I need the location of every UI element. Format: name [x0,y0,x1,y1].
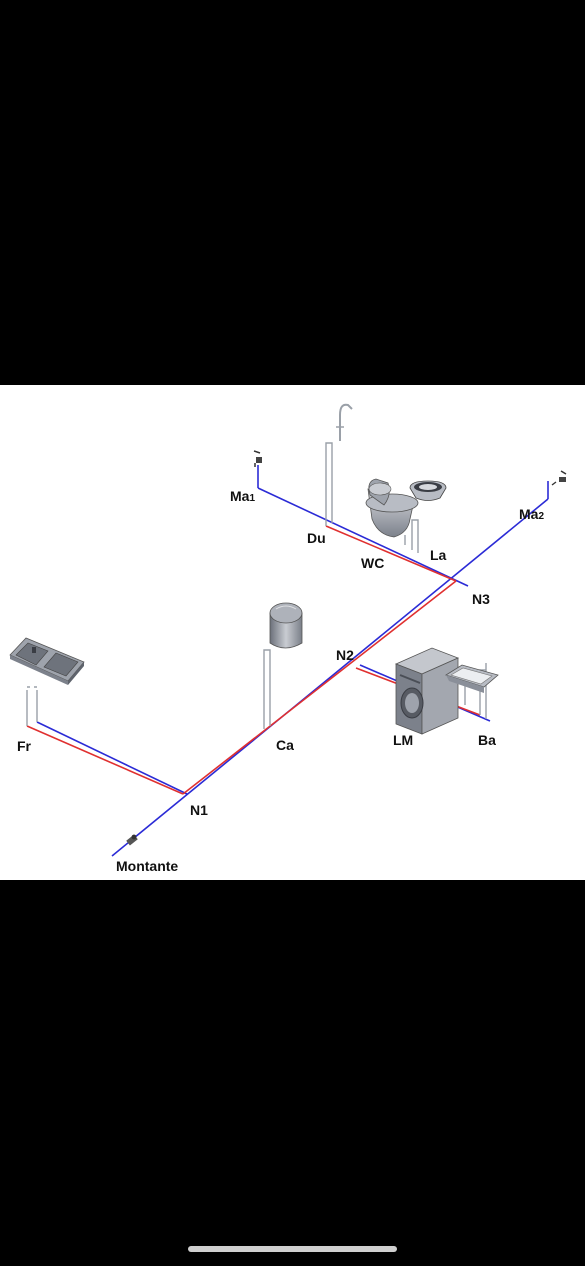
label-n2: N2 [336,647,354,663]
label-n1: N1 [190,802,208,818]
valve-icon [126,834,138,846]
plumbing-diagram: Ma1 Ma2 Du WC La N3 N2 LM Ba Ca Fr N1 Mo… [0,385,585,880]
label-n3: N3 [472,591,490,607]
water-heater-icon [269,602,303,649]
tub-icon [445,664,499,693]
label-montante: Montante [116,858,178,874]
tap-icon [551,470,567,486]
tap-icon [253,450,262,467]
hot-branch-fr [26,725,184,795]
home-indicator[interactable] [188,1246,397,1252]
label-fr: Fr [17,738,32,754]
toilet-icon [365,478,419,538]
label-ba: Ba [478,732,496,748]
cold-water-pipes [36,465,549,857]
hot-branch-bath [325,525,457,582]
hot-water-pipes [26,525,481,795]
label-du: Du [307,530,326,546]
shower-icon [336,403,353,441]
washing-machine-icon [394,647,460,735]
kitchen-sink-icon [9,637,85,685]
fixture-risers [26,442,487,729]
cold-main-pipe [111,498,549,857]
label-ma2: Ma2 [519,506,544,522]
label-la: La [430,547,447,563]
label-wc: WC [361,555,384,571]
label-ma1: Ma1 [230,488,255,504]
hot-main-pipe [182,580,457,795]
washbasin-icon [409,480,447,501]
label-lm: LM [393,732,413,748]
cold-branch-ma1 [257,487,469,587]
cold-branch-fr [36,721,188,795]
label-ca: Ca [276,737,294,753]
